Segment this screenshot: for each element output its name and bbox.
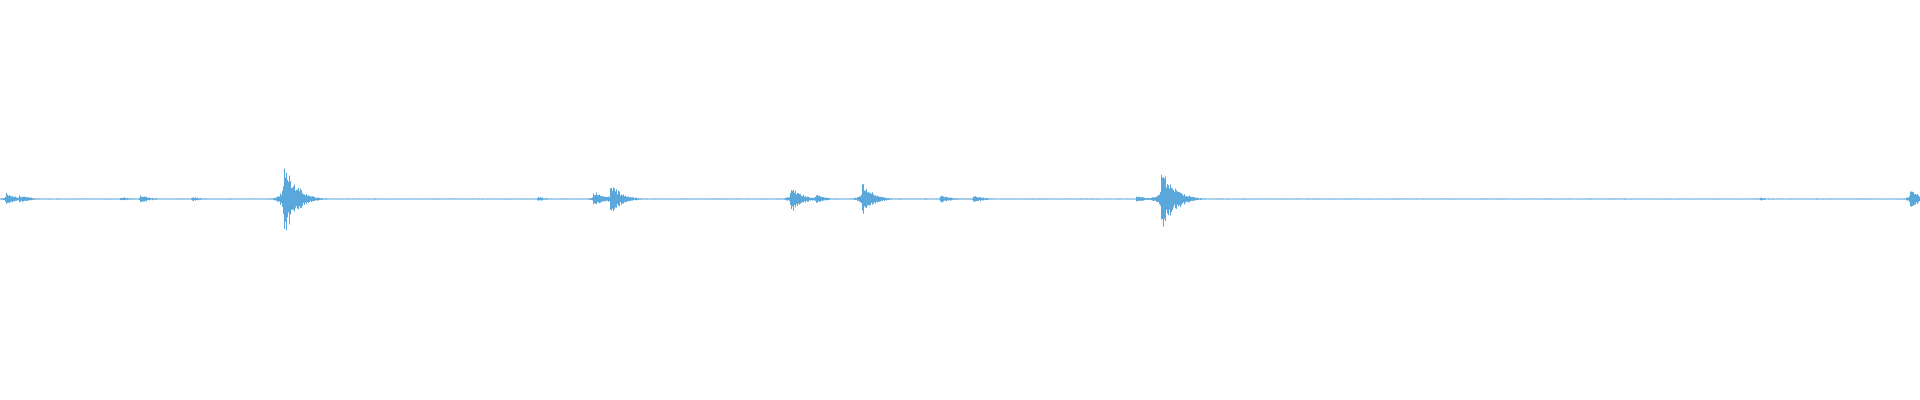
waveform-samples	[0, 168, 1920, 231]
waveform-trace	[0, 168, 1920, 231]
